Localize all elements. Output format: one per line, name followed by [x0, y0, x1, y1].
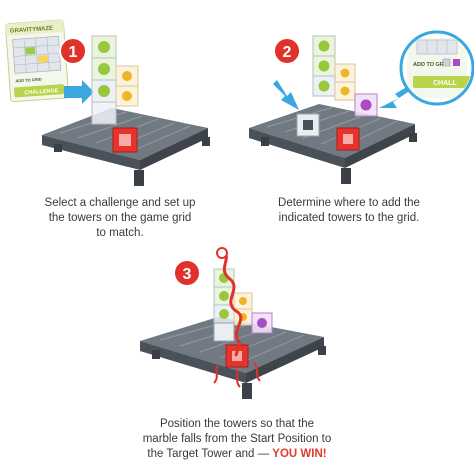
zoom-add-to-grid-text: ADD TO GRID	[413, 62, 449, 68]
card-logo-text: GRAVITYMAZE	[10, 26, 54, 35]
step-1-caption-line: Select a challenge and set up	[44, 197, 196, 209]
step-3-number: 3	[183, 266, 192, 283]
card-challenge-label: CHALLENGE	[24, 88, 59, 96]
step-1-caption-line: to match.	[96, 227, 144, 239]
you-win-highlight: YOU WIN!	[272, 448, 327, 460]
step-3-badge: 3	[173, 259, 201, 287]
step-3-caption-text: the Target Tower and —	[147, 448, 273, 460]
marble-path	[220, 249, 243, 357]
arrow-icon	[64, 80, 94, 104]
zoom-challenge-label: CHALL	[433, 80, 457, 87]
game-board	[249, 104, 417, 184]
step-2-caption-line: indicated towers to the grid.	[278, 212, 420, 224]
step-2-badge: 2	[273, 37, 301, 65]
step-2-illustration: ADD TO GRID CHALL 2	[249, 30, 474, 184]
step-1-caption: Select a challenge and set up the towers…	[20, 196, 220, 241]
step-2-caption: Determine where to add the indicated tow…	[249, 196, 449, 226]
step-3-caption-line: Position the towers so that the	[159, 418, 315, 430]
step-2-panel: ADD TO GRID CHALL 2 Determine where to a…	[237, 0, 474, 245]
tower-stack	[296, 35, 378, 151]
tower-stack	[91, 35, 139, 153]
step-3-caption-line: the Target Tower and — YOU WIN!	[118, 447, 356, 462]
step-1-badge: 1	[59, 37, 87, 65]
marble-icon	[216, 247, 228, 259]
zoom-card: ADD TO GRID CHALL	[399, 30, 474, 106]
step-3-illustration: 3	[140, 247, 326, 399]
card-grid	[12, 35, 62, 74]
challenge-card: GRAVITYMAZE ADD TO GRID CHALLENGE	[5, 19, 70, 103]
card-add-to-grid-text: ADD TO GRID	[15, 77, 42, 84]
step-2-number: 2	[283, 44, 292, 61]
step-1-caption-line: the towers on the game grid	[48, 212, 192, 224]
step-3-panel: 3 Position the towers so that the marble…	[118, 245, 356, 474]
step-1-number: 1	[69, 44, 78, 61]
step-1-illustration: GRAVITYMAZE ADD TO GRID CHALLENGE	[5, 19, 210, 186]
step-2-caption-line: Determine where to add the	[278, 197, 420, 209]
step-3-caption-line: marble falls from the Start Position to	[142, 433, 332, 445]
step-1-panel: GRAVITYMAZE ADD TO GRID CHALLENGE	[0, 0, 237, 245]
step-3-caption: Position the towers so that the marble f…	[118, 417, 356, 462]
arrow-icon	[273, 80, 299, 110]
impact-burst-icon	[213, 362, 261, 388]
